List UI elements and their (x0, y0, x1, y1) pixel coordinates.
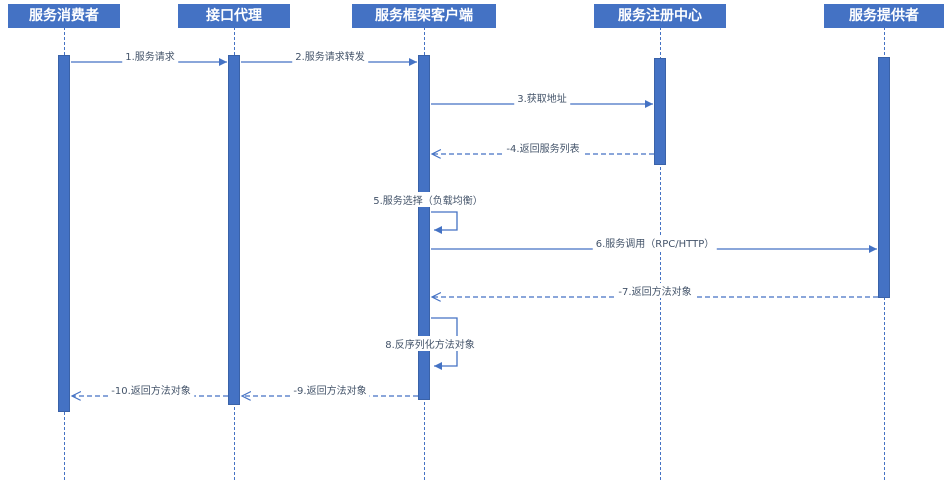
message-label-4: -4.返回服务列表 (503, 140, 583, 155)
message-label-10: -10.返回方法对象 (108, 382, 194, 397)
activation-service-provider (878, 57, 890, 298)
message-label-6: 6.服务调用（RPC/HTTP） (592, 235, 718, 250)
lifeline-registry-center (660, 27, 661, 480)
message-label-7: -7.返回方法对象 (615, 283, 695, 298)
message-label-2: 2.服务请求转发 (292, 48, 368, 63)
actor-framework-client: 服务框架客户端 (352, 4, 496, 28)
activation-service-consumer (58, 55, 70, 412)
activation-registry-center (654, 58, 666, 165)
message-label-3: 3.获取地址 (514, 90, 570, 105)
actor-service-provider: 服务提供者 (824, 4, 944, 28)
actor-interface-proxy: 接口代理 (178, 4, 290, 28)
message-label-9: -9.返回方法对象 (290, 382, 370, 397)
actor-registry-center: 服务注册中心 (594, 4, 726, 28)
activation-framework-client (418, 55, 430, 400)
message-label-5: 5.服务选择（负载均衡） (370, 192, 486, 207)
activation-interface-proxy (228, 55, 240, 405)
message-label-1: 1.服务请求 (122, 48, 178, 63)
actor-service-consumer: 服务消费者 (8, 4, 120, 28)
message-label-8: 8.反序列化方法对象 (382, 336, 478, 351)
message-arrow-5-self (431, 211, 458, 234)
